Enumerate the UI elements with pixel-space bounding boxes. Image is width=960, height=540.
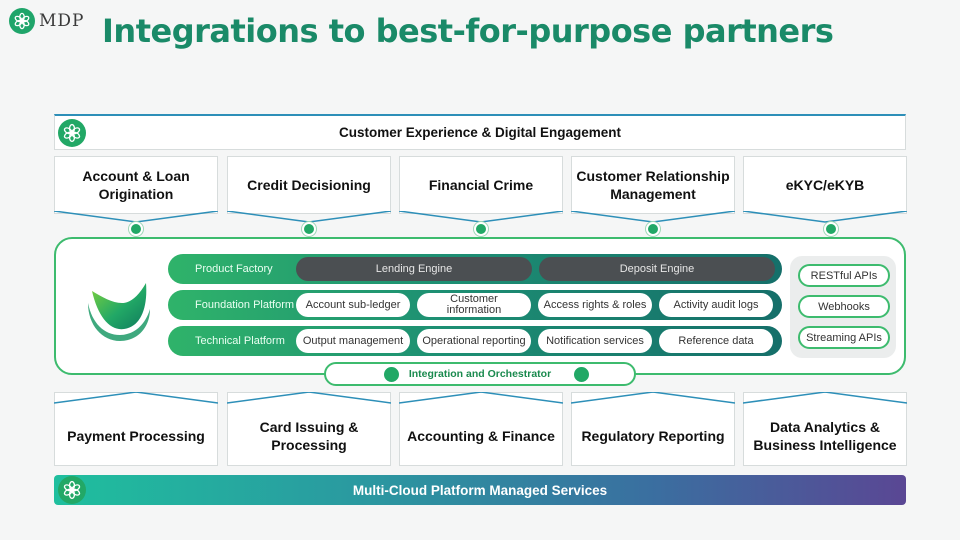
module-financial-crime: Financial Crime [399,156,563,223]
connector-node [474,222,488,236]
row-label: Product Factory [195,263,273,275]
module-label: Card Issuing & Processing [259,419,359,453]
chevron-up-icon [54,392,218,404]
module-label: Account & Loan Origination [82,168,190,202]
connector-node [824,222,838,236]
module-label: Credit Decisioning [247,177,371,193]
module-accounting-finance: Accounting & Finance [399,392,563,466]
row-technical-platform: Technical Platform Output management Ope… [168,326,782,356]
module-credit-decisioning: Credit Decisioning [227,156,391,223]
experience-layer-label: Customer Experience & Digital Engagement [338,125,622,140]
deposit-engine-pill: Deposit Engine [539,257,775,281]
output-management-pill: Output management [296,329,410,353]
cloud-layer-label: Multi-Cloud Platform Managed Services [352,482,608,498]
flower-icon [58,119,86,147]
experience-layer: Customer Experience & Digital Engagement [54,114,906,150]
core-platform: Product Factory Lending Engine Deposit E… [54,237,906,375]
connector-node [302,222,316,236]
module-account-loan-origination: Account & Loan Origination [54,156,218,223]
chevron-up-icon [227,392,391,404]
module-payment-processing: Payment Processing [54,392,218,466]
module-ekyc: eKYC/eKYB [743,156,907,223]
notification-services-pill: Notification services [538,329,652,353]
row-label: Foundation Platform [195,299,295,311]
row-label: Technical Platform [195,335,285,347]
lending-engine-pill: Lending Engine [296,257,532,281]
cloud-layer: Multi-Cloud Platform Managed Services [54,475,906,505]
api-panel: RESTful APIs Webhooks Streaming APIs [790,256,896,358]
webhooks-pill: Webhooks [798,295,890,318]
module-card-issuing: Card Issuing & Processing [227,392,391,466]
operational-reporting-pill: Operational reporting [417,329,531,353]
module-label: eKYC/eKYB [785,177,865,193]
access-rights-pill: Access rights & roles [538,293,652,317]
integration-label: Integration and Orchestrator [408,368,552,380]
module-regulatory-reporting: Regulatory Reporting [571,392,735,466]
account-subledger-pill: Account sub-ledger [296,293,410,317]
restful-apis-pill: RESTful APIs [798,264,890,287]
flower-icon [9,8,35,34]
flower-icon [384,367,399,382]
integration-orchestrator: Integration and Orchestrator [324,362,636,386]
chevron-down-icon [743,211,907,223]
module-label: Customer Relationship Management [576,168,730,202]
row-foundation-platform: Foundation Platform Account sub-ledger C… [168,290,782,320]
reference-data-pill: Reference data [659,329,773,353]
row-product-factory: Product Factory Lending Engine Deposit E… [168,254,782,284]
chevron-up-icon [399,392,563,404]
customer-information-pill: Customer information [417,293,531,317]
module-label: Accounting & Finance [407,428,555,444]
page-title: Integrations to best-for-purpose partner… [102,12,834,50]
module-crm: Customer Relationship Management [571,156,735,223]
chevron-up-icon [743,392,907,404]
module-label: Payment Processing [67,428,205,444]
module-label: Regulatory Reporting [581,428,725,444]
activity-audit-logs-pill: Activity audit logs [659,293,773,317]
module-data-analytics: Data Analytics & Business Intelligence [743,392,907,466]
flower-icon [574,367,589,382]
mdp-logo: MDP [9,8,84,34]
streaming-apis-pill: Streaming APIs [798,326,890,349]
module-label: Data Analytics & Business Intelligence [753,419,897,453]
module-label: Financial Crime [428,177,534,193]
flower-icon [58,476,86,504]
connector-node [646,222,660,236]
core-logo-icon [88,283,150,341]
logo-text: MDP [39,11,85,31]
chevron-up-icon [571,392,735,404]
connector-node [129,222,143,236]
